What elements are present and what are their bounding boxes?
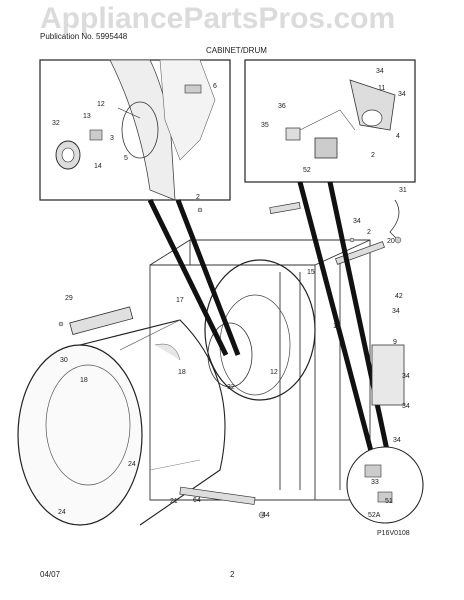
callout-5: 5 bbox=[124, 155, 128, 162]
callout-13-cab: 13 bbox=[333, 323, 341, 330]
callout-11: 11 bbox=[378, 85, 385, 92]
drum-bulkhead bbox=[204, 259, 316, 401]
callout-35: 35 bbox=[261, 122, 269, 129]
callout-52A: 52A bbox=[368, 512, 381, 519]
footer-date: 04/07 bbox=[40, 570, 61, 579]
callout-33: 33 bbox=[371, 479, 379, 486]
callout-2-right: 2 bbox=[367, 229, 371, 236]
diagram-code: P16V0108 bbox=[377, 530, 410, 537]
detail-circle bbox=[346, 446, 424, 524]
callout-2-top: 2 bbox=[196, 194, 200, 201]
drum-rear-seal bbox=[207, 322, 253, 388]
drum-baffle bbox=[69, 306, 134, 336]
callout-34-mid: 34 bbox=[398, 91, 406, 98]
callout-13-left: 13 bbox=[83, 113, 91, 120]
callout-21: 21 bbox=[170, 498, 178, 505]
callout-36: 36 bbox=[278, 103, 286, 110]
callout-34-panel: 34 bbox=[402, 373, 410, 380]
power-cord bbox=[389, 199, 400, 241]
callout-44: 44 bbox=[262, 512, 270, 519]
callout-42: 42 bbox=[395, 293, 403, 300]
bottom-rail bbox=[179, 486, 256, 505]
page-number: 2 bbox=[230, 570, 235, 579]
publication-number: Publication No. 5995448 bbox=[40, 32, 128, 41]
callout-34-top: 34 bbox=[376, 68, 384, 75]
callout-20: 20 bbox=[387, 238, 395, 245]
callout-29: 29 bbox=[65, 295, 73, 302]
callout-32-left: 32 bbox=[52, 120, 60, 127]
callout-34-low: 34 bbox=[402, 403, 410, 410]
callout-52: 52 bbox=[303, 167, 311, 174]
callout-3: 3 bbox=[110, 135, 114, 142]
callout-17: 17 bbox=[176, 297, 184, 304]
callout-labels: 6 12 13 32 3 5 14 34 11 34 36 35 4 2 52 … bbox=[52, 68, 410, 519]
callout-12-cab: 12 bbox=[270, 369, 278, 376]
section-title: CABINET/DRUM bbox=[206, 46, 267, 55]
callout-2-inset: 2 bbox=[371, 152, 375, 159]
callout-34-detail: 34 bbox=[393, 437, 401, 444]
callout-30: 30 bbox=[60, 357, 68, 364]
callout-12-left: 12 bbox=[97, 101, 105, 108]
callout-9: 9 bbox=[393, 339, 397, 346]
callout-4: 4 bbox=[396, 133, 400, 140]
callout-34-side: 34 bbox=[392, 308, 400, 315]
callout-18-drum: 18 bbox=[178, 369, 186, 376]
callout-34-cab: 34 bbox=[353, 218, 361, 225]
callout-32-cab: 32 bbox=[227, 384, 235, 391]
callout-24-bottom: 24 bbox=[58, 509, 66, 516]
callout-64: 64 bbox=[193, 497, 201, 504]
inset-right-box bbox=[244, 59, 416, 183]
inset-left-box bbox=[39, 59, 231, 201]
callout-14: 14 bbox=[94, 163, 102, 170]
access-panel bbox=[371, 344, 405, 406]
drum bbox=[17, 319, 226, 526]
callout-15: 15 bbox=[307, 269, 315, 276]
front-rail bbox=[269, 202, 301, 214]
belt-lines bbox=[147, 181, 391, 456]
callout-24-drum: 24 bbox=[128, 461, 136, 468]
callout-6: 6 bbox=[213, 83, 217, 90]
callout-31: 31 bbox=[399, 187, 407, 194]
callout-18-front: 18 bbox=[80, 377, 88, 384]
callout-51: 51 bbox=[385, 498, 393, 505]
